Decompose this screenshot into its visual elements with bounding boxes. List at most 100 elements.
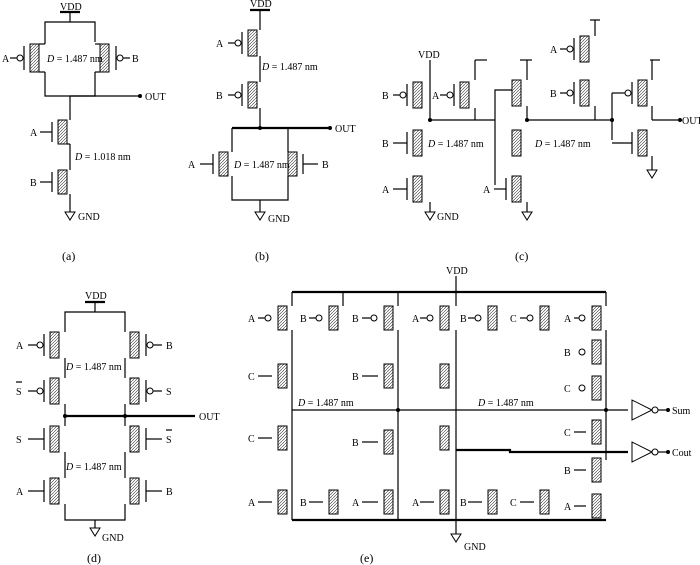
cntfet-transistor [511, 175, 522, 203]
cntfet-transistor [412, 81, 423, 109]
cntfet-transistor [539, 489, 550, 515]
cout-label: Cout [672, 448, 692, 459]
vdd-label: VDD [446, 266, 468, 277]
gnd-label: GND [437, 212, 459, 223]
gnd-label: GND [268, 214, 290, 225]
input-b-label: B [352, 372, 359, 383]
diameter-label: D = 1.487 nm [534, 139, 591, 150]
cntfet-transistor [539, 305, 550, 331]
input-b-label: B [382, 139, 389, 150]
adder-top-row: A B B A B C A [248, 292, 607, 331]
input-a-label: A [2, 54, 10, 65]
input-c-label: C [510, 498, 517, 509]
cntfet-transistor [591, 375, 602, 401]
cntfet-transistor [637, 79, 648, 107]
cout-inverter [631, 441, 654, 463]
gnd-label: GND [464, 542, 486, 553]
input-b-label: B [352, 438, 359, 449]
cntfet-transistor [277, 489, 288, 515]
input-a-label: A [432, 91, 440, 102]
input-b-label: B [166, 487, 173, 498]
cntfet-transistor [439, 425, 450, 451]
cntfet-transistor [29, 43, 40, 73]
input-b-label: B [550, 89, 557, 100]
out-label: OUT [199, 412, 220, 423]
input-b-label: B [30, 178, 37, 189]
cntfet-transistor [129, 331, 140, 359]
cntfet-transistor [511, 79, 522, 107]
diameter-label: D = 1.487 nm [477, 398, 534, 409]
cntfet-transistor [57, 119, 68, 145]
input-b-label: B [322, 160, 329, 171]
input-a-label: A [564, 502, 572, 513]
input-a-label: A [248, 314, 256, 325]
input-a-label: A [248, 498, 256, 509]
gnd-label: GND [78, 212, 100, 223]
caption-b: (b) [255, 249, 269, 263]
input-b-label: B [300, 498, 307, 509]
cntfet-transistor [49, 377, 60, 405]
cntfet-transistor [49, 331, 60, 359]
cntfet-transistor [99, 43, 110, 73]
circuit-e-full-adder: VDD A B B A B [248, 266, 692, 565]
vdd-label: VDD [85, 291, 107, 302]
cntfet-transistor [439, 363, 450, 389]
diameter-label: D = 1.487 nm [297, 398, 354, 409]
circuit-d-mux: VDD A B D = 1.487 nm S S OUT [16, 291, 220, 565]
vdd-label: VDD [250, 0, 272, 10]
input-a-label: A [16, 487, 24, 498]
input-b-label: B [132, 54, 139, 65]
caption-a: (a) [62, 249, 75, 263]
cntfet-transistor [277, 305, 288, 331]
cntfet-transistor [487, 489, 498, 515]
circuit-c: VDD B A B D = 1.487 nm A GND [382, 19, 700, 263]
out-label: OUT [335, 124, 356, 135]
diameter-label: D = 1.018 nm [74, 152, 131, 163]
cntfet-transistor [383, 305, 394, 331]
input-a-label: A [30, 128, 38, 139]
vdd-label: VDD [418, 50, 440, 61]
cntfet-transistor [487, 305, 498, 331]
cntfet-transistor [439, 489, 450, 515]
cntfet-transistor [328, 489, 339, 515]
input-c-label: C [510, 314, 517, 325]
cntfet-transistor [412, 129, 423, 157]
s-label: S [166, 387, 172, 398]
cntfet-transistor [129, 477, 140, 505]
cntfet-transistor [637, 129, 648, 157]
cntfet-transistor [511, 129, 522, 157]
s-label: S [16, 435, 22, 446]
input-b-label: B [564, 348, 571, 359]
diameter-label: D = 1.487 nm [233, 160, 290, 171]
cntfet-transistor [591, 419, 602, 445]
s-bar-label: S [166, 435, 172, 446]
input-c-label: C [564, 384, 571, 395]
cntfet-transistor [579, 35, 590, 63]
s-bar-label: S [16, 387, 22, 398]
cntfet-transistor [218, 151, 229, 177]
cntfet-transistor [49, 425, 60, 453]
cntfet-transistor [277, 363, 288, 389]
input-c-label: C [248, 434, 255, 445]
circuit-a-nand: VDD A B D = 1.487 nm OUT A D = 1.018 nm [2, 2, 166, 263]
input-b-label: B [166, 341, 173, 352]
out-label: OUT [682, 116, 700, 127]
cntfet-transistor [383, 429, 394, 455]
cntfet-transistor [439, 305, 450, 331]
caption-c: (c) [515, 249, 528, 263]
input-a-label: A [382, 185, 390, 196]
input-a-label: A [216, 39, 224, 50]
input-b-label: B [300, 314, 307, 325]
diameter-label: D = 1.487 nm [65, 362, 122, 373]
cntfet-transistor [591, 493, 602, 519]
cntfet-transistor [383, 489, 394, 515]
input-c-label: C [248, 372, 255, 383]
circuit-b-nor: VDD A D = 1.487 nm B OUT A B D = 1.487 n… [188, 0, 356, 263]
caption-e: (e) [360, 551, 373, 565]
diameter-label: D = 1.487 nm [65, 462, 122, 473]
input-a-label: A [16, 341, 24, 352]
input-a-label: A [412, 498, 420, 509]
diameter-label: D = 1.487 nm [427, 139, 484, 150]
cntfet-transistor [129, 425, 140, 453]
